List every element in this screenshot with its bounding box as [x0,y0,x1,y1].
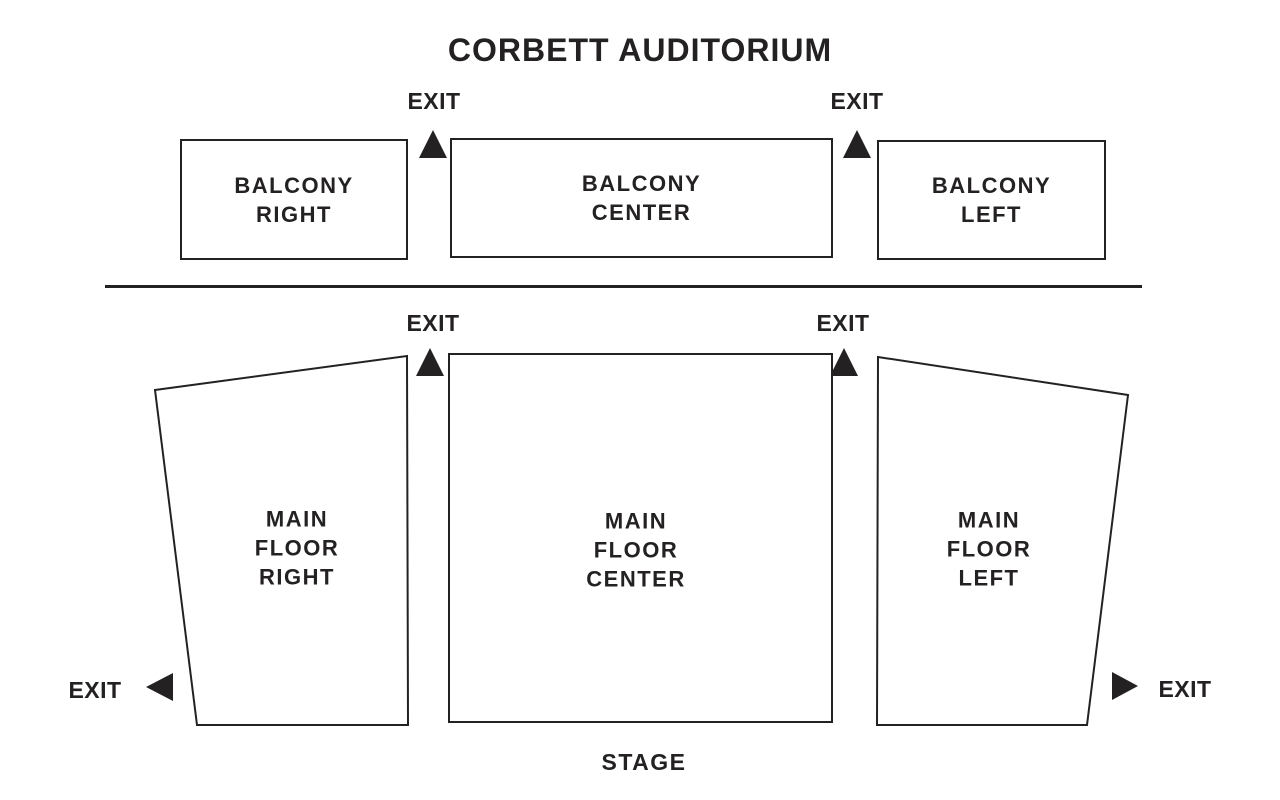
section-label-main-floor-center: MAIN FLOOR CENTER [586,508,686,592]
exit-label-mid-left: EXIT [406,310,460,336]
section-balcony-right: BALCONY RIGHT [180,139,408,260]
exit-arrow-up-icon-top-left [419,130,447,158]
exit-label-top-right: EXIT [830,88,884,114]
exit-label-bottom-left: EXIT [68,677,122,703]
exit-arrow-up-icon-mid-left [416,348,444,376]
section-main-floor-left-shape [875,355,1130,726]
stage-label: STAGE [601,749,687,775]
balcony-mainfloor-divider [105,285,1142,288]
section-balcony-center: BALCONY CENTER [450,138,833,258]
section-label-balcony-left: BALCONY LEFT [931,173,1052,227]
section-balcony-left: BALCONY LEFT [877,140,1106,260]
exit-arrow-up-icon-mid-right [830,348,858,376]
exit-arrow-right-icon-bottom-right [1112,672,1138,700]
exit-label-bottom-right: EXIT [1158,676,1212,702]
section-label-main-floor-left: MAIN FLOOR LEFT [946,507,1032,591]
exit-label-mid-right: EXIT [816,310,870,336]
page-title: CORBETT AUDITORIUM [447,32,833,68]
section-label-balcony-center: BALCONY CENTER [581,171,702,225]
section-label-main-floor-right: MAIN FLOOR RIGHT [254,506,340,590]
exit-arrow-up-icon-top-right [843,130,871,158]
exit-arrow-left-icon-bottom-left [146,673,173,701]
section-main-floor-center [448,353,833,723]
section-label-balcony-right: BALCONY RIGHT [234,172,354,227]
section-main-floor-right-shape [153,354,410,726]
exit-label-top-left: EXIT [407,88,461,114]
